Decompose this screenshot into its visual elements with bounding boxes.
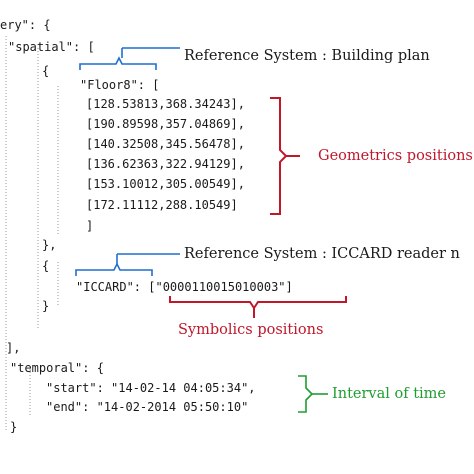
symbolics-brace	[169, 296, 347, 310]
code-line-query: ery": {	[0, 18, 51, 32]
code-line-brace: {	[42, 64, 50, 78]
coord-row: [172.11112,288.10549]	[86, 198, 238, 212]
code-line-end: "end": "14-02-2014 05:50:10"	[46, 400, 249, 414]
code-line-close-temporal: }	[10, 420, 18, 434]
geometrics-bracket	[270, 97, 288, 215]
code-line-start: "start": "14-02-14 04:05:34",	[46, 381, 256, 395]
ref-system-building-label: Reference System : Building plan	[184, 48, 430, 64]
code-line-brace: {	[42, 259, 50, 273]
code-line-close-brace: }	[42, 299, 50, 313]
code-line-close-brace: },	[42, 238, 57, 252]
interval-bracket	[298, 375, 314, 413]
code-line-spatial: "spatial": [	[8, 40, 95, 54]
code-line-close-spatial: ],	[6, 341, 21, 355]
code-line-close-bracket: ]	[86, 219, 94, 233]
symbolics-label: Symbolics positions	[178, 322, 324, 338]
iccard-brace	[75, 262, 153, 276]
ref-system-iccard-label: Reference System : ICCARD reader n	[184, 246, 460, 262]
coord-row: [190.89598,357.04869],	[86, 117, 245, 131]
coord-row: [136.62363,322.94129],	[86, 157, 245, 171]
code-line-iccard: "ICCARD": ["0000110015010003"]	[76, 280, 293, 294]
coord-row: [140.32508,345.56478],	[86, 137, 245, 151]
code-line-floor8: "Floor8": [	[80, 78, 160, 92]
coord-row: [128.53813,368.34243],	[86, 97, 245, 111]
coord-row: [153.10012,305.00549],	[86, 177, 245, 191]
floor8-brace	[79, 56, 157, 70]
interval-label: Interval of time	[332, 386, 446, 402]
code-line-temporal: "temporal": {	[10, 361, 104, 375]
geometrics-label: Geometrics positions	[318, 148, 473, 164]
